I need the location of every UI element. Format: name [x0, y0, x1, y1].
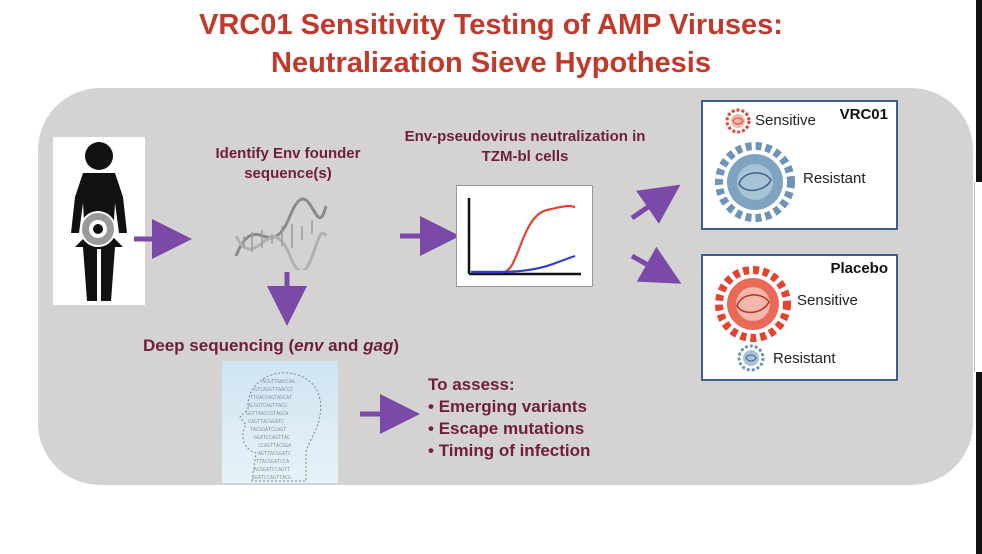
assess-item: Timing of infection	[428, 440, 591, 462]
arrow-icon	[630, 184, 681, 224]
founder-step-label: Identify Env founder sequence(s)	[215, 145, 361, 182]
svg-text:TACGGATCCAGT: TACGGATCCAGT	[250, 427, 286, 433]
neutralization-curve-icon	[456, 185, 593, 287]
virus-icon	[737, 344, 765, 372]
right-scroll-panel	[974, 182, 982, 372]
title-line-1: VRC01 Sensitivity Testing of AMP Viruses…	[199, 9, 783, 41]
virus-icon	[725, 108, 751, 134]
sequence-head-icon: ACGTTGACCAG GTCAGGTTAACGT TTGACCAGTAGCAT A…	[222, 361, 338, 483]
placebo-resistant-label: Resistant	[773, 350, 836, 367]
placebo-box: Placebo Sensitive Resistant	[701, 254, 898, 381]
placebo-box-header: Placebo	[830, 260, 888, 277]
vrc01-resistant-label: Resistant	[803, 170, 866, 187]
svg-text:GGATCCAGTTAC: GGATCCAGTTAC	[254, 435, 290, 441]
svg-text:ACGTTGACCAG: ACGTTGACCAG	[262, 379, 295, 385]
svg-text:AGTTACGGATC: AGTTACGGATC	[258, 451, 291, 457]
arrow-icon	[630, 246, 682, 284]
placebo-sensitive-label: Sensitive	[797, 292, 858, 309]
svg-text:ACGGTCAGTTACG: ACGGTCAGTTACG	[248, 403, 287, 409]
svg-text:CCAGTTACGGA: CCAGTTACGGA	[258, 443, 291, 449]
svg-text:GGTTAACCGTAGCA: GGTTAACCGTAGCA	[246, 411, 288, 417]
assess-item: Escape mutations	[428, 418, 590, 440]
assess-item: Emerging variants	[428, 396, 590, 418]
svg-text:GGATCCAGTTACG: GGATCCAGTTACG	[252, 475, 291, 481]
pseudovirus-step-label: Env-pseudovirus neutralization in TZM-bl…	[404, 128, 646, 165]
title-line-2: Neutralization Sieve Hypothesis	[271, 47, 711, 79]
assess-list: To assess: Emerging variants Escape muta…	[428, 374, 590, 462]
virus-icon	[713, 140, 797, 224]
assess-heading: To assess:	[428, 375, 515, 394]
svg-text:TTACGGATCCA: TTACGGATCCA	[256, 459, 289, 465]
deep-sequencing-label: Deep sequencing (env and gag)	[143, 336, 400, 355]
svg-text:TTGACCAGTAGCAT: TTGACCAGTAGCAT	[250, 395, 292, 401]
vrc01-sensitive-label: Sensitive	[755, 112, 816, 129]
svg-text:ACGGATCCAGTT: ACGGATCCAGTT	[254, 467, 290, 473]
svg-text:GTCAGGTTAACGT: GTCAGGTTAACGT	[254, 387, 293, 393]
dna-helix-icon	[230, 196, 330, 273]
person-silhouette-icon	[53, 137, 145, 305]
vrc01-box-header: VRC01	[839, 106, 888, 123]
virus-icon	[713, 264, 793, 344]
vrc01-box: VRC01 Sensitive Resistant	[701, 100, 898, 230]
svg-text:CAGTTACGGATC: CAGTTACGGATC	[248, 419, 284, 425]
